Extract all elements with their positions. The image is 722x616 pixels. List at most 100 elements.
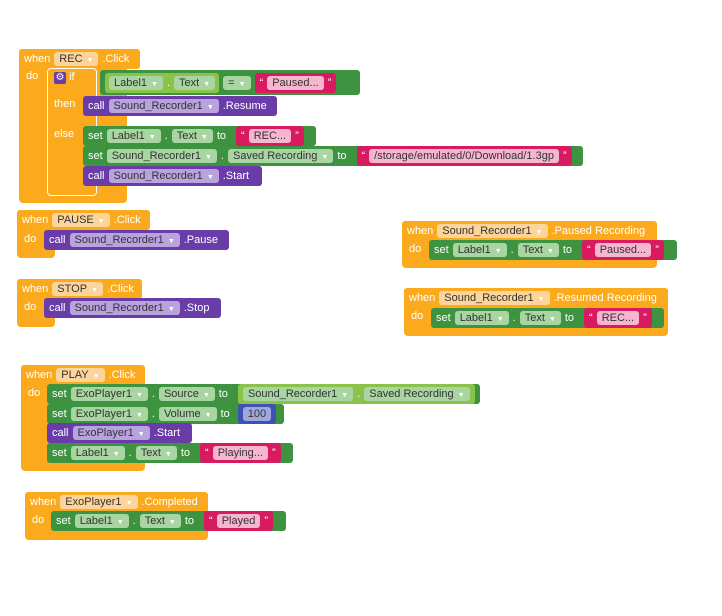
- block-text: ”: [271, 447, 276, 459]
- chevron-down-icon: ▼: [202, 392, 210, 399]
- object-dropdown[interactable]: Label1▼: [452, 243, 507, 257]
- text-string-block[interactable]: “REC...”: [584, 308, 652, 328]
- component-dropdown[interactable]: ExoPlayer1▼: [60, 495, 138, 509]
- component-dropdown[interactable]: Sound_Recorder1▼: [108, 169, 219, 183]
- text-string-block[interactable]: “Paused...”: [582, 240, 664, 260]
- text-value[interactable]: Paused...: [267, 75, 324, 90]
- text-string-block[interactable]: “/storage/emulated/0/Download/1.3gp”: [356, 146, 572, 166]
- block-text: ExoPlayer1: [75, 408, 132, 420]
- object-dropdown[interactable]: Label1▼: [74, 514, 129, 528]
- if-header: ⚙ if: [54, 71, 75, 84]
- component-dropdown[interactable]: STOP▼: [52, 282, 103, 296]
- operator-dropdown[interactable]: =▼: [223, 75, 251, 90]
- rec-event-header[interactable]: when REC▼ .Click: [19, 49, 140, 69]
- property-dropdown[interactable]: Text▼: [171, 129, 213, 143]
- text-string-block[interactable]: “REC...”: [236, 126, 304, 146]
- property-dropdown[interactable]: Text▼: [139, 514, 181, 528]
- block-text: if: [69, 71, 75, 83]
- gear-icon[interactable]: ⚙: [54, 72, 66, 84]
- component-dropdown[interactable]: Sound_Recorder1▼: [69, 233, 180, 247]
- label-text-getter[interactable]: Label1▼ . Text▼: [105, 72, 220, 93]
- do-label: do: [411, 310, 424, 322]
- object-dropdown[interactable]: Sound_Recorder1▼: [106, 149, 217, 163]
- chevron-down-icon: ▼: [341, 392, 349, 399]
- text-value[interactable]: REC...: [248, 129, 292, 143]
- chevron-down-icon: ▼: [168, 519, 176, 526]
- property-dropdown[interactable]: Saved Recording▼: [364, 387, 470, 401]
- object-dropdown[interactable]: Label1▼: [454, 311, 509, 325]
- text-string-block[interactable]: “Playing...”: [200, 443, 281, 463]
- object-dropdown[interactable]: Sound_Recorder1▼: [242, 387, 354, 401]
- component-dropdown[interactable]: PAUSE▼: [52, 213, 110, 227]
- text-value[interactable]: Playing...: [212, 446, 268, 460]
- property-dropdown[interactable]: Text▼: [135, 446, 177, 460]
- object-dropdown[interactable]: Label1▼: [70, 446, 125, 460]
- block-text: .: [164, 130, 168, 142]
- block-text: Saved Recording: [369, 388, 454, 400]
- block-text: when: [22, 283, 49, 295]
- component-dropdown[interactable]: Sound_Recorder1▼: [439, 291, 550, 305]
- number-block[interactable]: 100: [237, 404, 277, 424]
- object-dropdown[interactable]: ExoPlayer1▼: [70, 387, 148, 401]
- do-label: do: [28, 387, 41, 399]
- component-dropdown[interactable]: Sound_Recorder1▼: [108, 99, 219, 113]
- do-label: do: [32, 514, 45, 526]
- number-value[interactable]: 100: [242, 407, 272, 421]
- property-dropdown[interactable]: Volume▼: [158, 407, 217, 421]
- property-dropdown[interactable]: Source▼: [158, 387, 215, 401]
- block-text: .: [512, 312, 516, 324]
- component-dropdown[interactable]: Sound_Recorder1▼: [69, 301, 180, 315]
- property-dropdown[interactable]: Text▼: [517, 243, 559, 257]
- chevron-down-icon: ▼: [496, 316, 504, 323]
- block-text: Text: [179, 76, 200, 89]
- object-dropdown[interactable]: ExoPlayer1▼: [70, 407, 148, 421]
- block-text: .: [132, 515, 136, 527]
- saved-recording-getter[interactable]: Sound_Recorder1▼.Saved Recording▼: [237, 384, 475, 404]
- block-text: Label1: [114, 76, 148, 89]
- block-text: “: [241, 130, 245, 142]
- component-dropdown[interactable]: REC▼: [54, 52, 99, 66]
- block-text: call: [49, 234, 66, 246]
- component-dropdown[interactable]: Sound_Recorder1▼: [437, 224, 548, 238]
- when-label: when: [24, 53, 51, 65]
- block-text: to: [220, 408, 230, 420]
- text-value[interactable]: Played: [216, 514, 261, 528]
- object-dropdown[interactable]: Label1▼: [109, 75, 163, 90]
- text-value[interactable]: /storage/emulated/0/Download/1.3gp: [369, 149, 559, 163]
- object-dropdown[interactable]: Label1▼: [106, 129, 161, 143]
- property-dropdown[interactable]: Saved Recording▼: [227, 149, 334, 163]
- chevron-down-icon: ▼: [97, 218, 105, 225]
- property-dropdown[interactable]: Text▼: [519, 311, 561, 325]
- component-dropdown[interactable]: PLAY▼: [56, 368, 105, 382]
- compare-block[interactable]: Label1▼ . Text▼ =▼ “Paused...”: [100, 70, 360, 95]
- component-dropdown[interactable]: ExoPlayer1▼: [72, 426, 150, 440]
- text-string-block[interactable]: “Played”: [204, 511, 274, 531]
- do-label: do: [24, 301, 37, 313]
- text-string-block[interactable]: “Paused...”: [254, 72, 337, 93]
- block-text: to: [216, 130, 227, 142]
- property-dropdown[interactable]: Text▼: [174, 75, 216, 90]
- text-value[interactable]: REC...: [596, 311, 640, 325]
- block-text: Sound_Recorder1: [442, 225, 532, 237]
- text-value[interactable]: Paused...: [594, 243, 652, 257]
- block-text: to: [564, 312, 575, 324]
